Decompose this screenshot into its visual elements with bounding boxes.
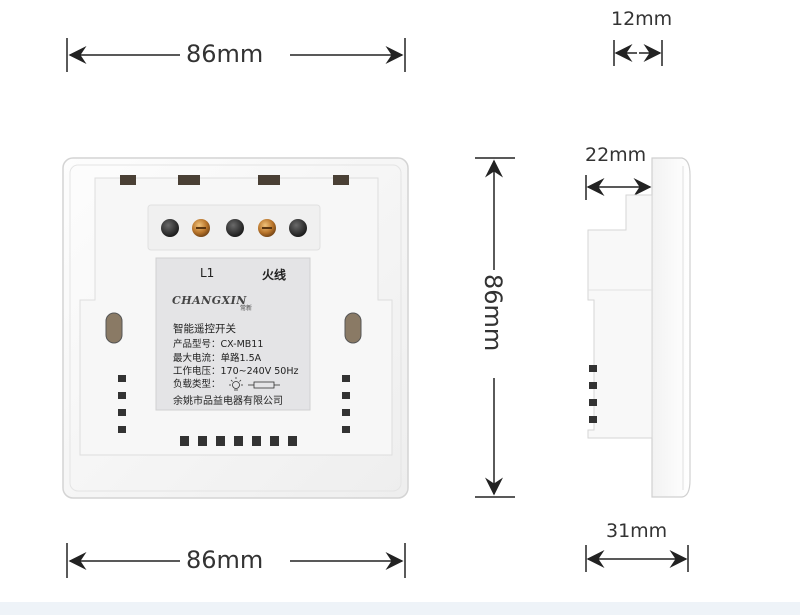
top-width-label: 86mm bbox=[186, 40, 264, 68]
terminal-live-label: 火线 bbox=[262, 268, 287, 282]
switch-side-view bbox=[587, 157, 691, 498]
side-bottom-dimension bbox=[585, 545, 689, 572]
side-mid-dimension bbox=[585, 175, 652, 200]
side-bottom-label: 31mm bbox=[606, 520, 668, 542]
brand-cn: 常新 bbox=[240, 306, 253, 312]
bottom-width-label: 86mm bbox=[186, 546, 264, 574]
current-line: 最大电流：单路1.5A bbox=[173, 353, 262, 364]
side-top-label: 12mm bbox=[611, 8, 673, 30]
height-label: 86mm bbox=[479, 274, 507, 352]
height-dimension bbox=[475, 157, 515, 498]
brand-logo: CHANGXIN bbox=[172, 294, 247, 307]
voltage-line: 工作电压：170~240V 50Hz bbox=[173, 366, 299, 377]
load-type-line: 负载类型： bbox=[173, 379, 221, 390]
bottom-strip bbox=[0, 602, 800, 615]
bulb-icon bbox=[229, 377, 243, 391]
terminal-l1-label: L1 bbox=[200, 266, 215, 280]
model-line: 产品型号：CX-MB11 bbox=[173, 339, 264, 350]
product-name: 智能遥控开关 bbox=[173, 323, 236, 335]
side-top-dimension bbox=[613, 40, 663, 66]
company-line: 余姚市品益电器有限公司 bbox=[173, 396, 283, 407]
side-mid-label: 22mm bbox=[585, 144, 647, 166]
switch-back-view bbox=[62, 157, 409, 499]
bottom-width-dimension bbox=[66, 543, 406, 578]
tube-icon bbox=[248, 381, 280, 389]
top-width-dimension bbox=[66, 38, 406, 72]
